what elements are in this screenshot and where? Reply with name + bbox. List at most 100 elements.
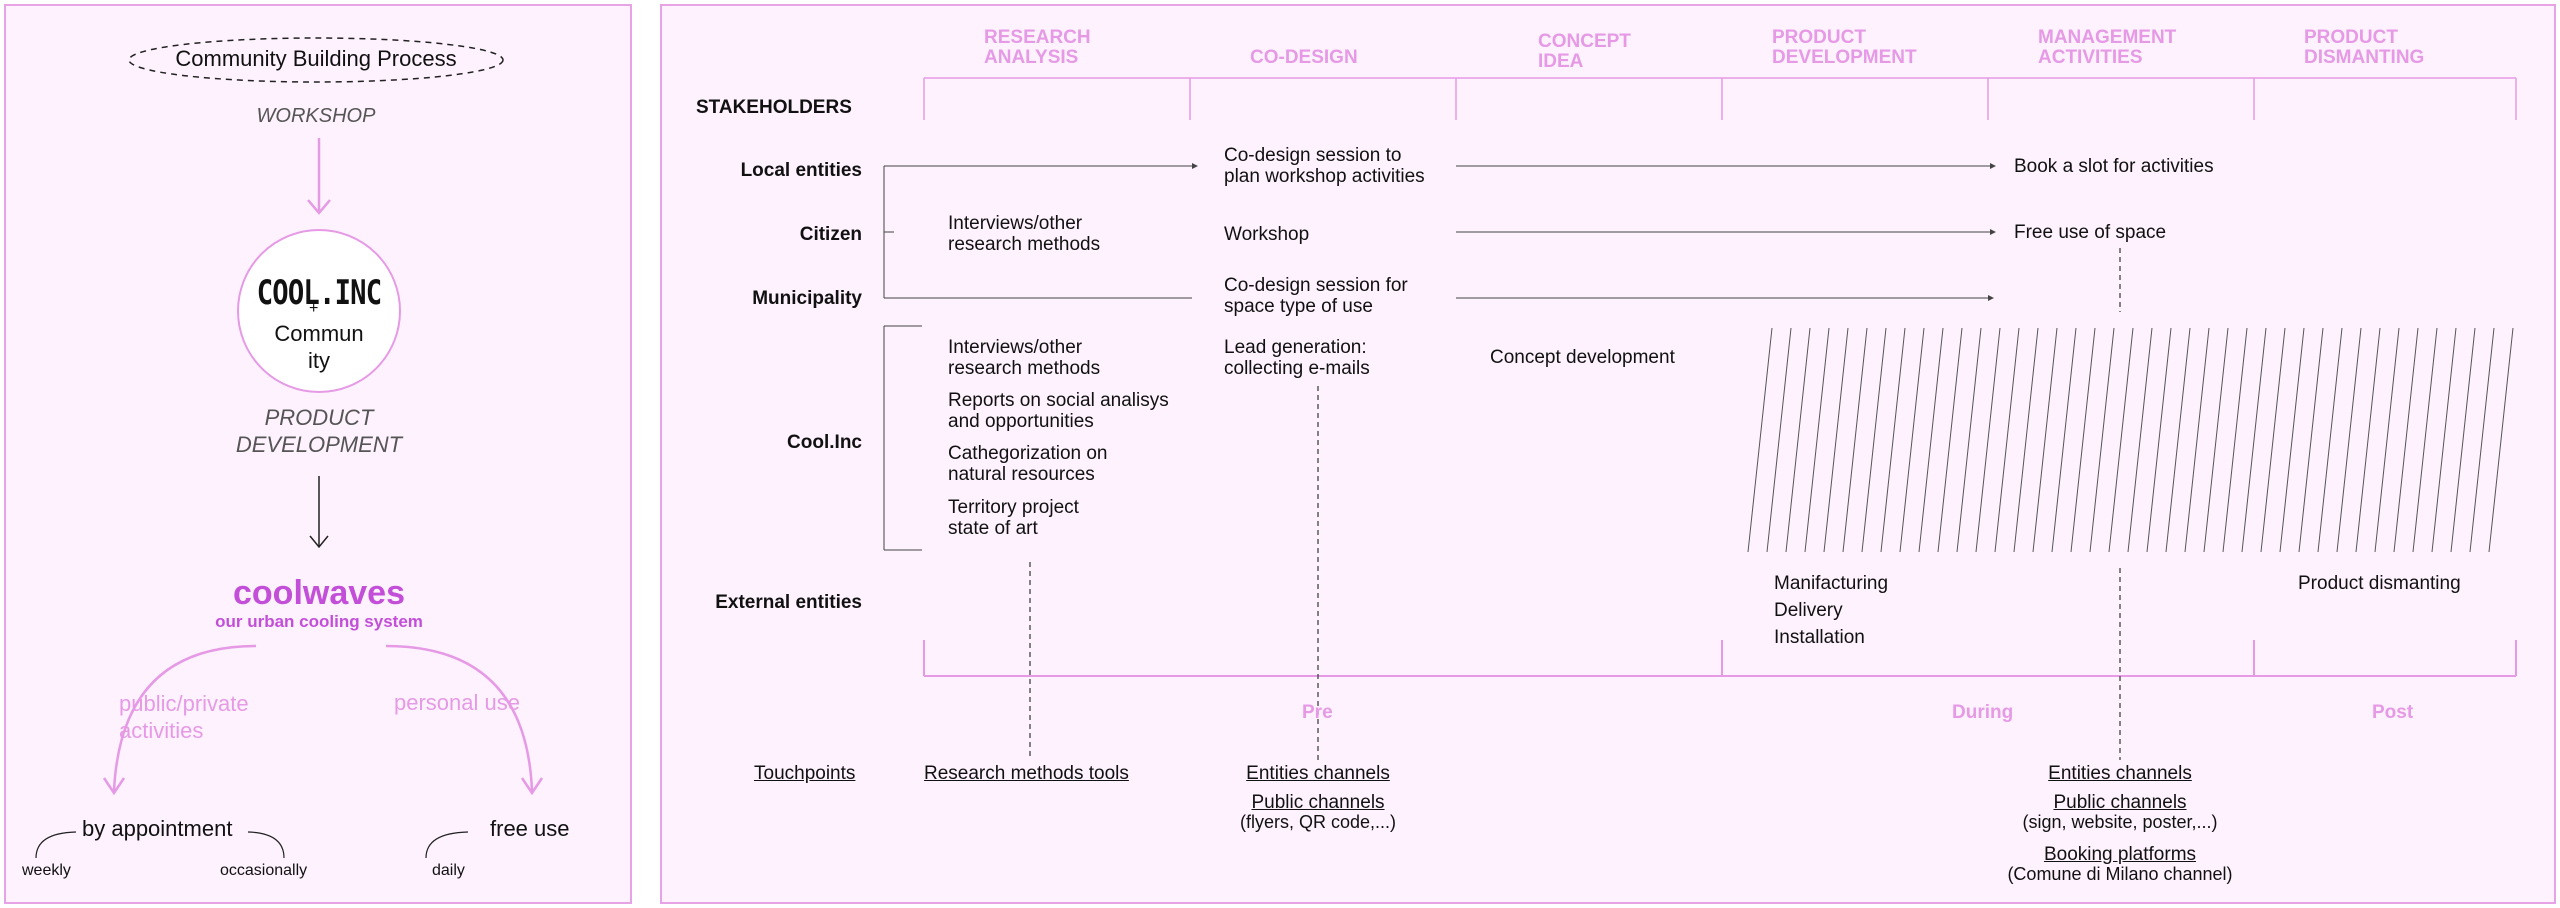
hatch-line [1766,327,1792,553]
hatch-line [2412,327,2438,553]
hatch-line [2298,327,2324,553]
coolinc-logo: COOL.INC [256,273,382,313]
journey-lines [883,77,2517,760]
hatch-line [2355,327,2381,553]
stakeholder-local-entities: Local entities [740,160,862,181]
title-ellipse [128,37,504,83]
hatch-line [1918,327,1944,553]
curve-right [385,644,534,792]
activity-coolinc-territory: Territory project state of art [948,497,1079,539]
activity-local-codesign: Co-design session to plan workshop activ… [1224,145,1425,187]
hatch-line [2146,327,2172,553]
stakeholder-municipality: Municipality [752,288,862,309]
hatch-line [2070,327,2096,553]
touchpoint-entities-channels-pre: Entities channels [1246,763,1390,784]
hatch-line [2203,327,2229,553]
hatch-line [2127,327,2153,553]
hatch-line [2013,327,2039,553]
touchpoint-links [1029,248,2121,760]
touchpoint-public-channels-pre-sub: (flyers, QR code,...) [1239,812,1397,832]
stage-co-design: CO-DESIGN [1250,47,1358,68]
stakeholder-flows [883,165,1990,551]
activity-coolinc-interviews: Interviews/other research methods [948,337,1101,379]
flow-arrowheads [1192,163,1996,301]
hatch-line [2336,327,2362,553]
period-post: Post [2372,702,2414,723]
hatch-line [2089,327,2115,553]
community-label: Commun ity [274,321,364,373]
stage-columns [923,77,2517,120]
hatch-line [2374,327,2400,553]
personal-use-label: personal use [394,690,520,715]
bracket-weekly [35,831,77,859]
daily-label: daily [432,862,465,879]
hatch-line [1994,327,2020,553]
hatch-lines [1747,327,2514,553]
hatch-line [2184,327,2210,553]
hatch-line [2032,327,2058,553]
activity-external-installation: Installation [1774,627,1865,648]
free-use-label: free use [490,816,570,841]
hatch-line [1785,327,1811,553]
touchpoint-public-channels-during-sub: (sign, website, poster,...) [2022,812,2218,832]
curve-right-head [520,777,544,796]
stage-product-dismanting: PRODUCT DISMANTING [2304,27,2425,68]
hatch-line [2393,327,2419,553]
hatch-line [1861,327,1887,553]
curve-left [112,644,257,792]
hatch-line [1747,327,1773,553]
hatch-line [2469,327,2495,553]
activity-local-book-slot: Book a slot for activities [2014,156,2214,177]
activity-coolinc-reports: Reports on social analisys and opportuni… [948,390,1169,432]
by-appointment-label: by appointment [82,816,233,841]
period-pre: Pre [1302,702,1333,723]
stage-research-analysis: RESEARCH ANALYSIS [984,27,1091,68]
activity-coolinc-lead-generation: Lead generation: collecting e-mails [1224,337,1370,379]
hatch-line [2279,327,2305,553]
hatch-line [2431,327,2457,553]
touchpoint-public-channels-pre: Public channels [1251,792,1385,813]
stakeholder-external-entities: External entities [715,592,862,613]
hatch-line [1804,327,1830,553]
touchpoints-label: Touchpoints [754,763,856,784]
activity-external-delivery: Delivery [1774,600,1843,621]
stage-management-activities: MANAGEMENT ACTIVITIES [2038,27,2177,68]
touchpoint-booking-sub: (Comune di Milano channel) [2007,864,2233,884]
hatch-line [1975,327,2001,553]
hatch-line [1842,327,1868,553]
hatch-line [1880,327,1906,553]
hatch-line [2241,327,2267,553]
touchpoint-booking-platforms: Booking platforms [2043,844,2197,865]
bracket-daily [425,831,469,859]
hatch-line [1823,327,1849,553]
period-bracket [923,640,2517,677]
coolwaves-tagline: our urban cooling system [215,612,423,631]
stakeholders-header: STAKEHOLDERS [696,97,852,118]
activity-coolinc-concept: Concept development [1490,347,1675,368]
stage-concept-idea: CONCEPT IDEA [1538,31,1631,72]
bracket-occasionally [247,831,285,859]
hatch-line [2108,327,2134,553]
process-title: Community Building Process [175,46,457,71]
hatch-line [2260,327,2286,553]
hatch-line [1899,327,1925,553]
arrow-to-circle-head [307,199,331,215]
hatch-line [2488,327,2514,553]
workshop-label: WORKSHOP [256,105,376,127]
hatch-area [1754,328,1758,342]
community-process-panel: Community Building Process WORKSHOP COOL… [4,4,632,904]
period-during: During [1952,702,2014,723]
stakeholder-coolinc: Cool.Inc [787,432,862,453]
activity-citizen-free-use: Free use of space [2014,222,2167,243]
activity-external-manufacturing: Manifacturing [1774,573,1889,594]
activity-external-dismanting: Product dismanting [2298,573,2461,594]
activity-coolinc-cathegorization: Cathegorization on natural resources [948,443,1108,485]
hatch-line [1956,327,1982,553]
curve-left-head [102,777,126,796]
hatch-line [2165,327,2191,553]
activity-citizen-workshop: Workshop [1224,224,1310,245]
hatch-line [1937,327,1963,553]
weekly-label: weekly [22,862,71,879]
stage-product-development: PRODUCT DEVELOPMENT [1772,27,1917,68]
hatch-line [2450,327,2476,553]
